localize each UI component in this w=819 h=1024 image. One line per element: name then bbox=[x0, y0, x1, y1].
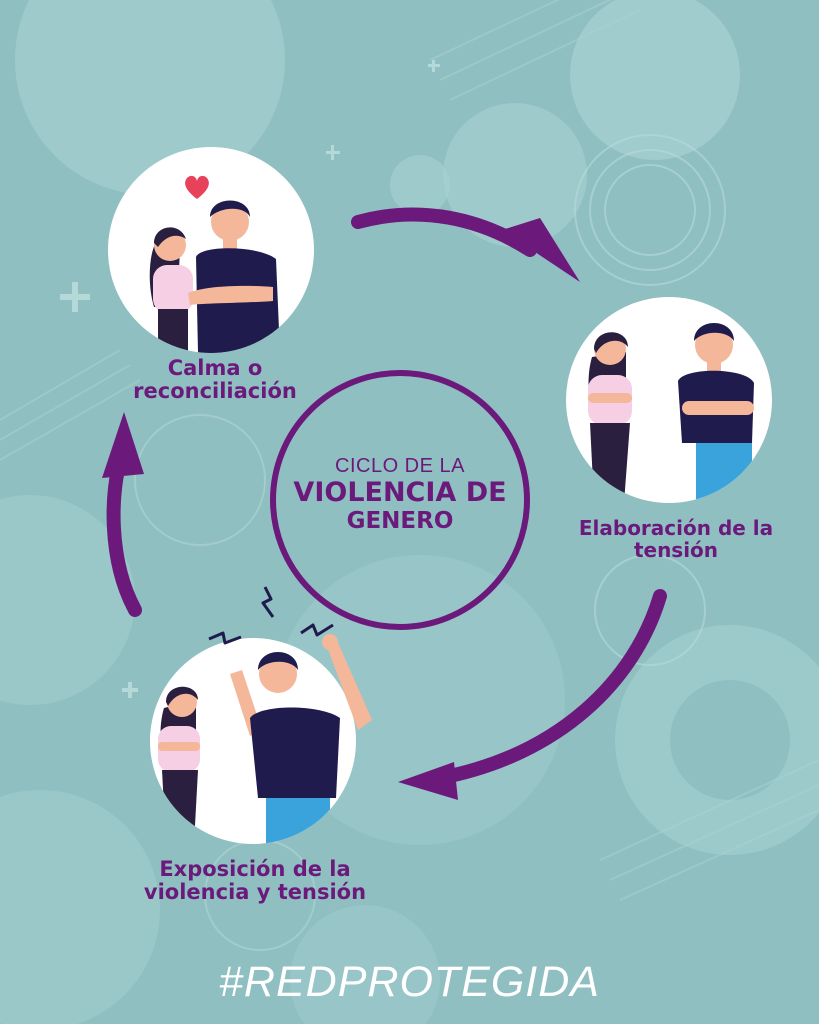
arrow-calma-to-elaboracion bbox=[351, 207, 537, 257]
stage-label-elaboracion: Elaboración de la tensión bbox=[578, 516, 774, 562]
arrow-elaboracion-to-exposicion bbox=[433, 589, 667, 785]
center-title: CICLO DE LA VIOLENCIA DE GENERO bbox=[270, 455, 530, 534]
heart-icon bbox=[185, 175, 209, 199]
couple-arguing-image bbox=[158, 652, 340, 844]
center-title-line3: GENERO bbox=[346, 507, 454, 534]
center-cycle-ring bbox=[270, 370, 530, 630]
hashtag-footer: #REDPROTEGIDA bbox=[219, 958, 600, 1006]
raised-arm bbox=[322, 634, 372, 730]
anger-spark-icon bbox=[208, 586, 334, 645]
couple-arms-crossed-image bbox=[588, 323, 754, 503]
stage-calma-illustration bbox=[108, 147, 314, 353]
arrowhead-1 bbox=[502, 218, 580, 282]
arrowhead-3 bbox=[102, 412, 144, 478]
center-title-line1: CICLO DE LA bbox=[335, 455, 465, 477]
arrow-exposicion-to-calma bbox=[106, 448, 142, 617]
couple-hugging-image bbox=[149, 200, 280, 353]
stage-exposicion-illustration bbox=[150, 638, 356, 844]
stage-label-calma: Calma o reconciliación bbox=[133, 356, 297, 403]
stage-elaboracion-illustration bbox=[566, 297, 772, 503]
stage-label-exposicion: Exposición de la violencia y tensión bbox=[143, 857, 367, 904]
arrowhead-2 bbox=[398, 762, 458, 800]
center-title-line2: VIOLENCIA DE bbox=[293, 477, 507, 508]
